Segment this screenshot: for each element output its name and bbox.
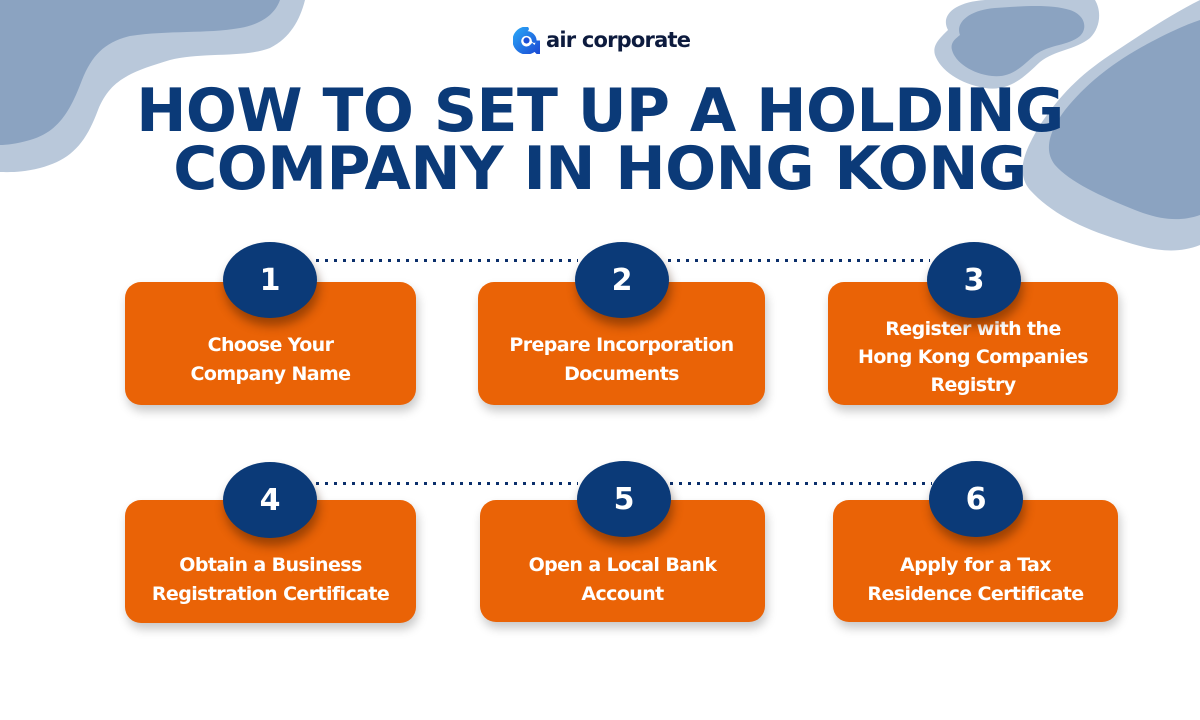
blob-right-small-inner — [951, 6, 1085, 77]
connector-5-6 — [670, 482, 932, 485]
step-number-badge-6: 6 — [929, 461, 1023, 537]
brand-logo: air corporate — [513, 26, 691, 54]
connector-4-5 — [316, 482, 578, 485]
air-corporate-logo-icon — [513, 26, 540, 54]
page-title-line-2: COMPANY IN HONG KONG — [173, 134, 1027, 204]
step-number-badge-3: 3 — [927, 242, 1021, 318]
blob-right-large-inner — [1048, 20, 1200, 220]
page-title: HOW TO SET UP A HOLDING COMPANY IN HONG … — [0, 76, 1200, 204]
step-card-2: Prepare Incorporation Documents — [478, 282, 765, 405]
connector-2-3 — [668, 259, 930, 262]
step-number-badge-5: 5 — [577, 461, 671, 537]
step-text: Prepare Incorporation Documents — [509, 334, 734, 385]
step-text: Obtain a Business Registration Certifica… — [151, 554, 390, 605]
step-text: Open a Local Bank Account — [528, 554, 717, 605]
brand-name: air corporate — [546, 28, 691, 52]
step-number-badge-4: 4 — [223, 462, 317, 538]
step-number-badge-2: 2 — [575, 242, 669, 318]
step-text: Choose Your Company Name — [190, 334, 352, 385]
connector-1-2 — [316, 259, 578, 262]
blob-top-left-inner — [0, 0, 280, 145]
step-text: Apply for a Tax Residence Certificate — [867, 554, 1084, 605]
step-text: Register with the Hong Kong Companies Re… — [858, 318, 1089, 396]
page-title-line-1: HOW TO SET UP A HOLDING — [136, 76, 1064, 146]
step-number-badge-1: 1 — [223, 242, 317, 318]
